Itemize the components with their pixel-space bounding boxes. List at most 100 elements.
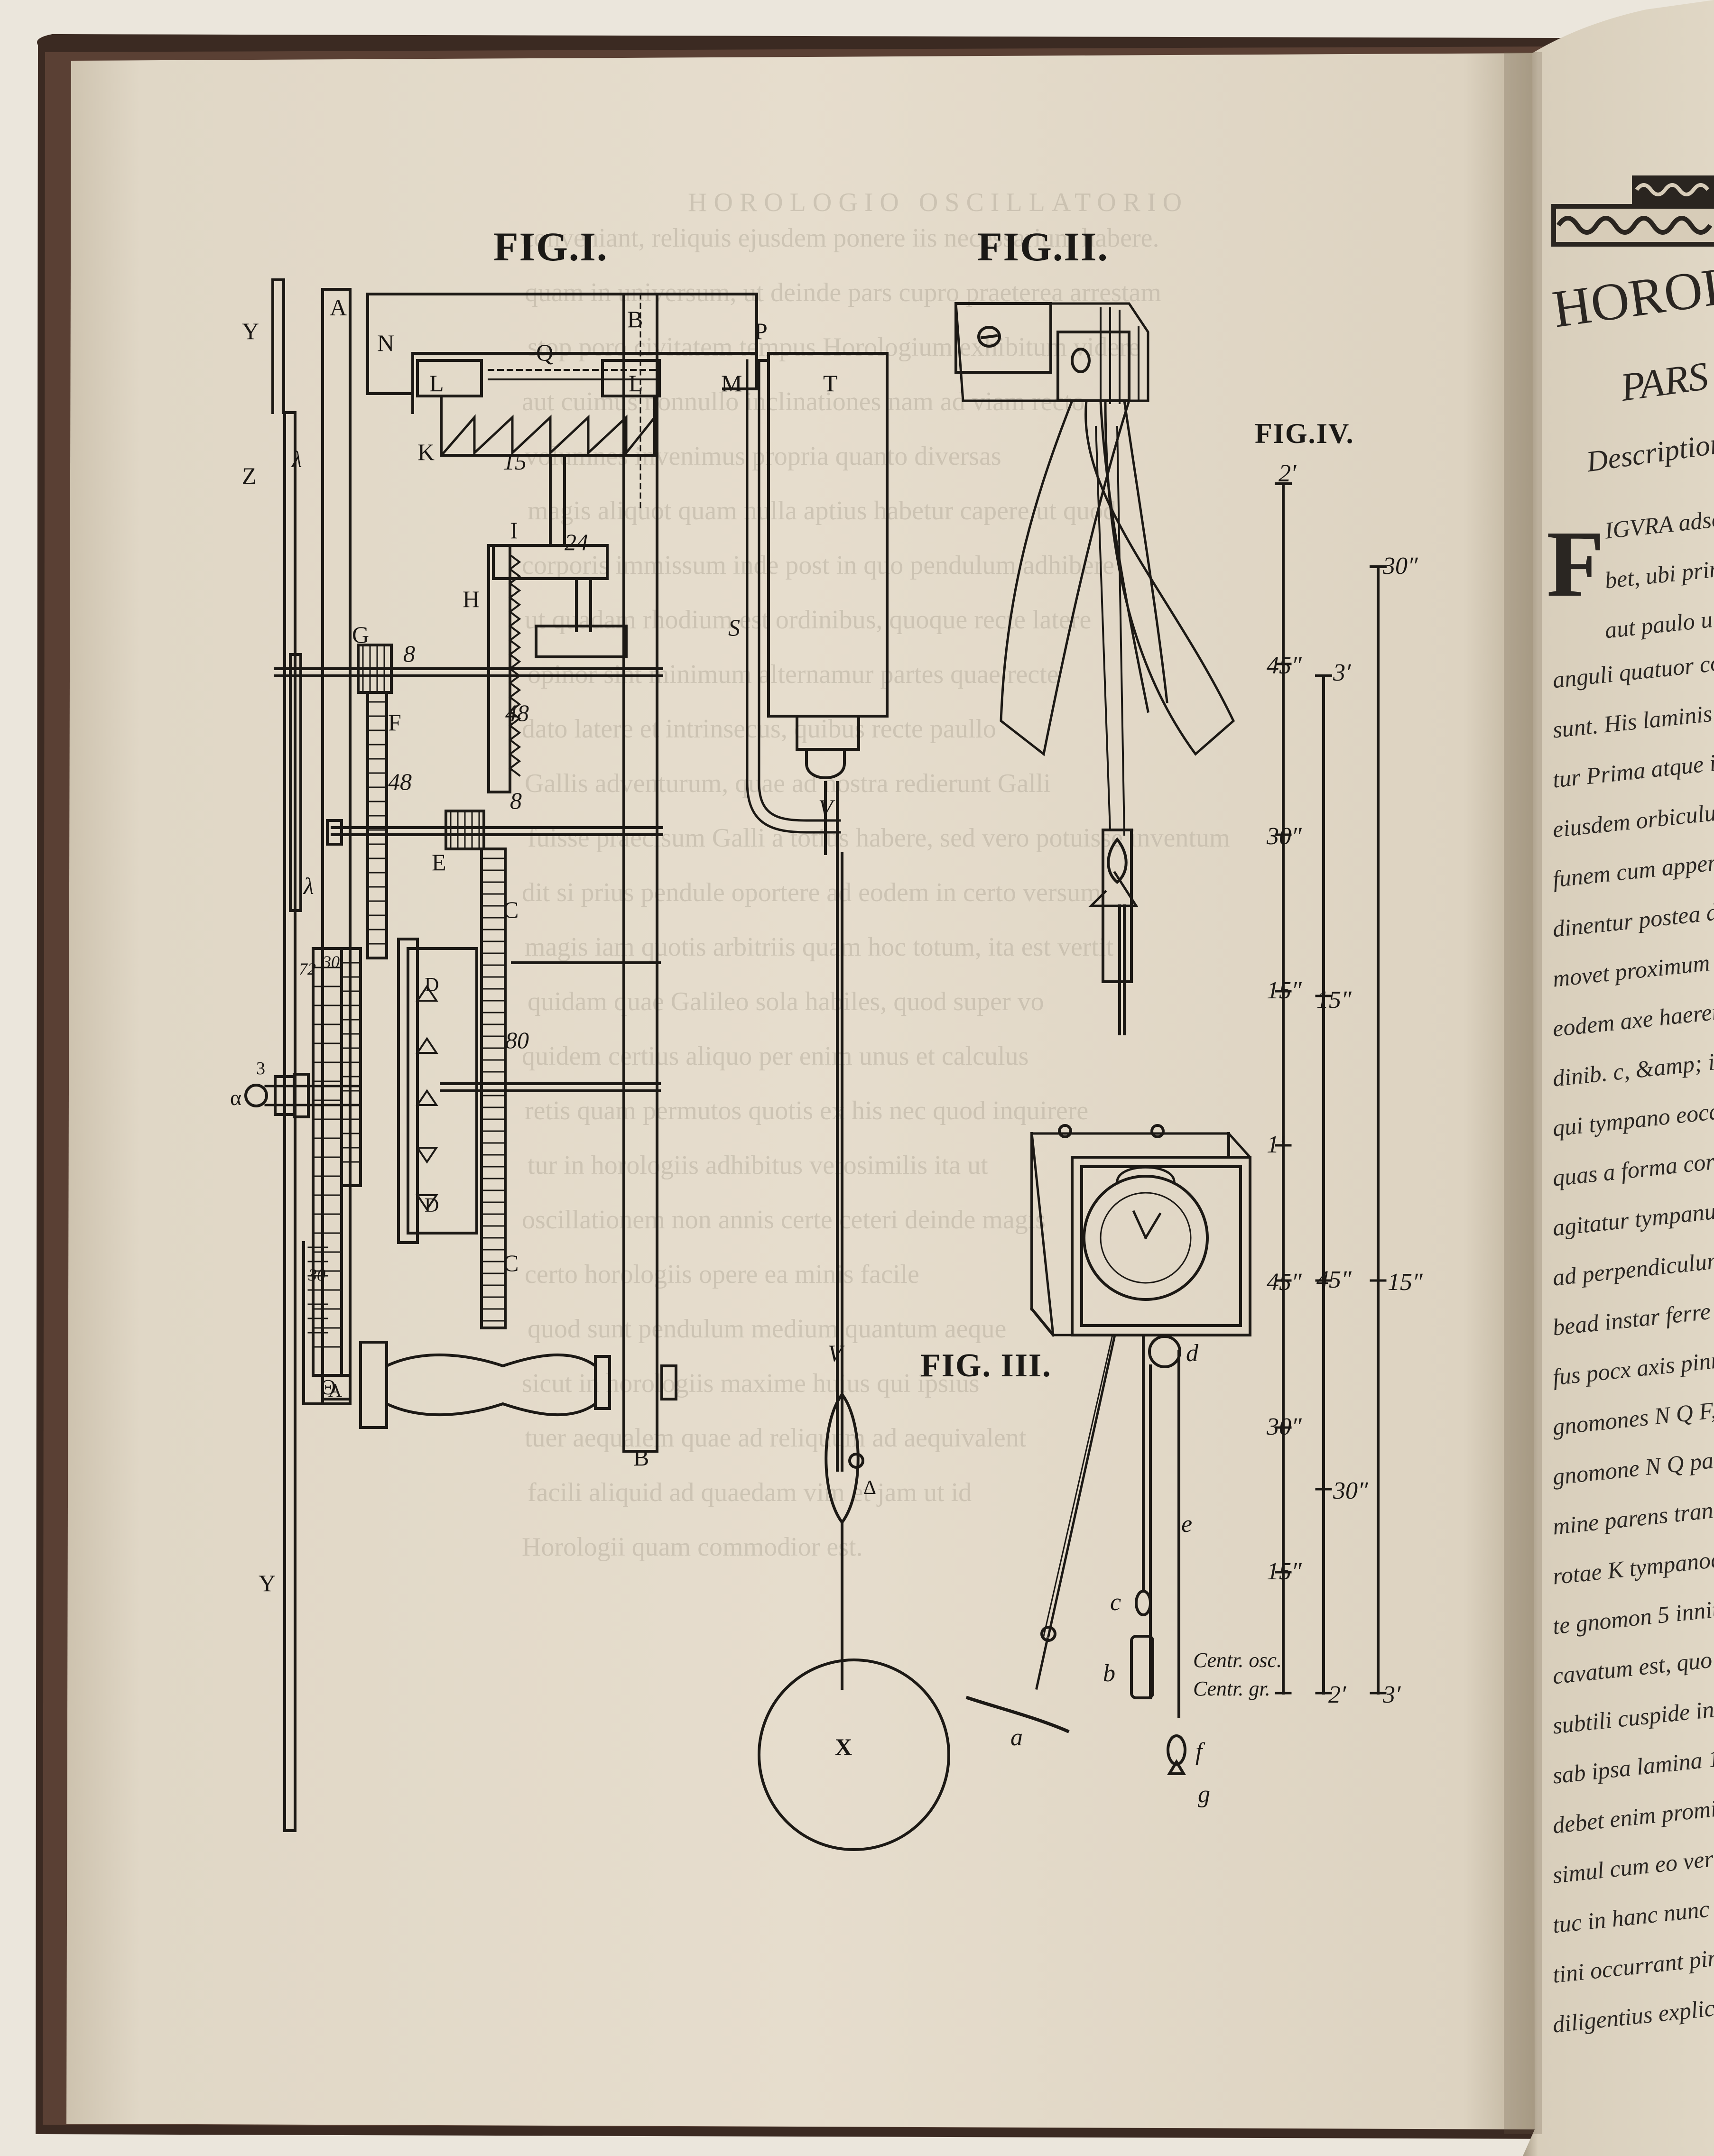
right-body-line: gnomone N Q pars decorsum p [1551,1433,1714,1490]
bleed-line: sicut in horologiis maxime huius qui ips… [522,1369,980,1398]
label-E: E [432,849,446,875]
fig4-labels: 2′ 45″ 30″ 15″ 1′ 45″ 30″ 15″ 3′ 15″ 45″… [1193,460,1423,1708]
label-A-top: A [330,294,347,321]
s1-2: 30″ [1266,823,1302,850]
label-C1: C [503,896,519,923]
right-body-line: tuc in hanc nunc in illam parte [1551,1881,1714,1938]
label-3: 3 [256,1059,265,1078]
bleed-line: tur in horologiis adhibitus verosimilis … [528,1151,988,1180]
right-body-line: agitatur tympanum 1 simulque [1551,1184,1714,1241]
label-H: H [463,586,480,612]
right-body-line: funem cum appensis ponderib [1551,836,1714,893]
fig3-title: FIG. III. [920,1347,1052,1384]
bleed-line: dit si prius pendule oportere ad eodem i… [522,878,1101,907]
label-X: X [835,1733,852,1760]
label-C2: C [503,1250,519,1276]
bleed-line: quidem certius aliquo per enim unus et c… [522,1041,1029,1071]
bleed-line: certo horologiis opere ea minis facile [525,1260,919,1289]
label-N: N [377,330,394,356]
right-body-line: dinentur postea dicetur. Ponder [1551,885,1714,942]
bleed-line: stop poro civitatem tempus Horologium ex… [528,332,1140,362]
label-B-bottom: B [633,1444,649,1471]
label-G: G [352,621,369,648]
fig2-drawing [954,302,1235,1035]
right-body-line: anguli quatuor columellis coapt [1551,635,1714,693]
right-subtitle: Descriptionem [1584,422,1714,479]
label-L1: L [429,370,444,396]
bleed-line: retis quam permutos quotis ex his nec qu… [525,1096,1089,1125]
label-8b: 8 [510,787,522,814]
centr-osc: Centr. osc. [1193,1649,1282,1672]
s3-1: 15″ [1388,1269,1423,1296]
label-D2: D [425,1195,439,1216]
label-L2: L [629,370,643,396]
label-15: 15 [503,448,527,475]
s2-3: 15″ [1316,986,1352,1014]
right-body-line: debet enim prominere necessar [1551,1781,1714,1839]
label-e: e [1181,1511,1192,1538]
label-P: P [754,318,768,344]
label-theta: Θ [320,1375,336,1399]
bleed-line: quod sunt pendulum medium quantum aeque [528,1314,1007,1344]
label-alpha: α [230,1086,241,1110]
right-body-line: eodem axe haerentem, cui den [1551,986,1714,1042]
bleed-line: ut quadam rhodium est ordinibus, quoque … [525,605,1092,635]
s2-0: 3′ [1333,659,1352,686]
label-80: 80 [505,1027,529,1053]
label-a: a [1010,1724,1023,1751]
label-Y-top: Y [242,318,259,344]
right-body-line: IGVRA adscripta horolo [1603,493,1714,544]
right-body-line: sab ipsa lamina 15 sustineretur [1551,1731,1714,1789]
s1-0: 2′ [1279,460,1297,487]
right-body-line: cavatum est, quo ultra ipsam [1551,1634,1714,1689]
label-24: 24 [565,529,588,555]
right-body-line: bead instar ferre dentium incisi [1551,1283,1714,1341]
label-Delta: Δ [863,1477,876,1499]
fig4-drawing [1275,482,1387,1695]
s1-1: 45″ [1267,652,1302,679]
s1-5: 45″ [1267,1269,1302,1296]
label-A-bottom: A [328,1380,342,1401]
s2-2: 30″ [1333,1477,1369,1504]
right-body-line: bet, ubi primum lamina [1603,544,1714,594]
label-V2: V [828,1340,845,1366]
right-body-line: qui tympano eocaeque praeceden [1551,1082,1714,1142]
fig2-title: FIG.II. [977,224,1109,269]
bleed-line: quidam quae Galileo sola habiles, quod s… [528,987,1044,1016]
s1-4: 1′ [1267,1131,1285,1158]
label-T: T [823,370,838,396]
label-K: K [417,439,435,465]
bleed-line: Horologii quam commodior est. [522,1532,863,1562]
right-body-line: gnomones N Q F, seorsim aff [1551,1385,1714,1440]
right-body-line: movet proximum tympanum E [1551,936,1714,992]
right-body-line: tur Prima atque infima est [1551,740,1714,793]
label-lambda2: λ [303,873,314,899]
right-body-line: te gnomon 5 innitentem. In [1551,1586,1714,1640]
label-b: b [1103,1660,1115,1687]
right-body-line: ad perpendiculum erecto. Tym [1551,1235,1714,1291]
left-page [66,53,1537,2129]
bleed-line: corporis immissum inde post in quo pendu… [522,551,1114,580]
label-V1: V [818,794,835,821]
fig1-title: FIG.I. [493,224,608,269]
label-M: M [721,370,742,396]
bleed-line: magis aliquot quam nulla aptius habetur … [528,496,1116,525]
centr-gr: Centr. gr. [1193,1677,1270,1700]
label-S: S [728,614,740,641]
s3-0: 30″ [1382,553,1418,580]
fig1-labels: Y A N Q B P L L M T K 15 I 24 H S G 8 48… [230,294,876,1760]
label-I: I [510,517,518,544]
label-lambda1: λ [291,446,302,472]
label-30b: 30 [308,1265,325,1284]
label-8a: 8 [403,640,415,667]
bleed-line: conveniant, reliquis ejusdem ponere iis … [522,223,1159,253]
right-body-line: eiusdem orbiculus quoque 5 v [1551,787,1714,843]
drop-cap: F [1547,512,1605,617]
label-F: F [388,709,401,736]
right-pars: PARS P [1618,349,1714,410]
label-D1: D [425,974,439,996]
bleed-line: oscillationem non annis certe ceteri dei… [522,1205,1046,1235]
right-body-line: diligentius explicatione non indi [1551,1979,1714,2038]
